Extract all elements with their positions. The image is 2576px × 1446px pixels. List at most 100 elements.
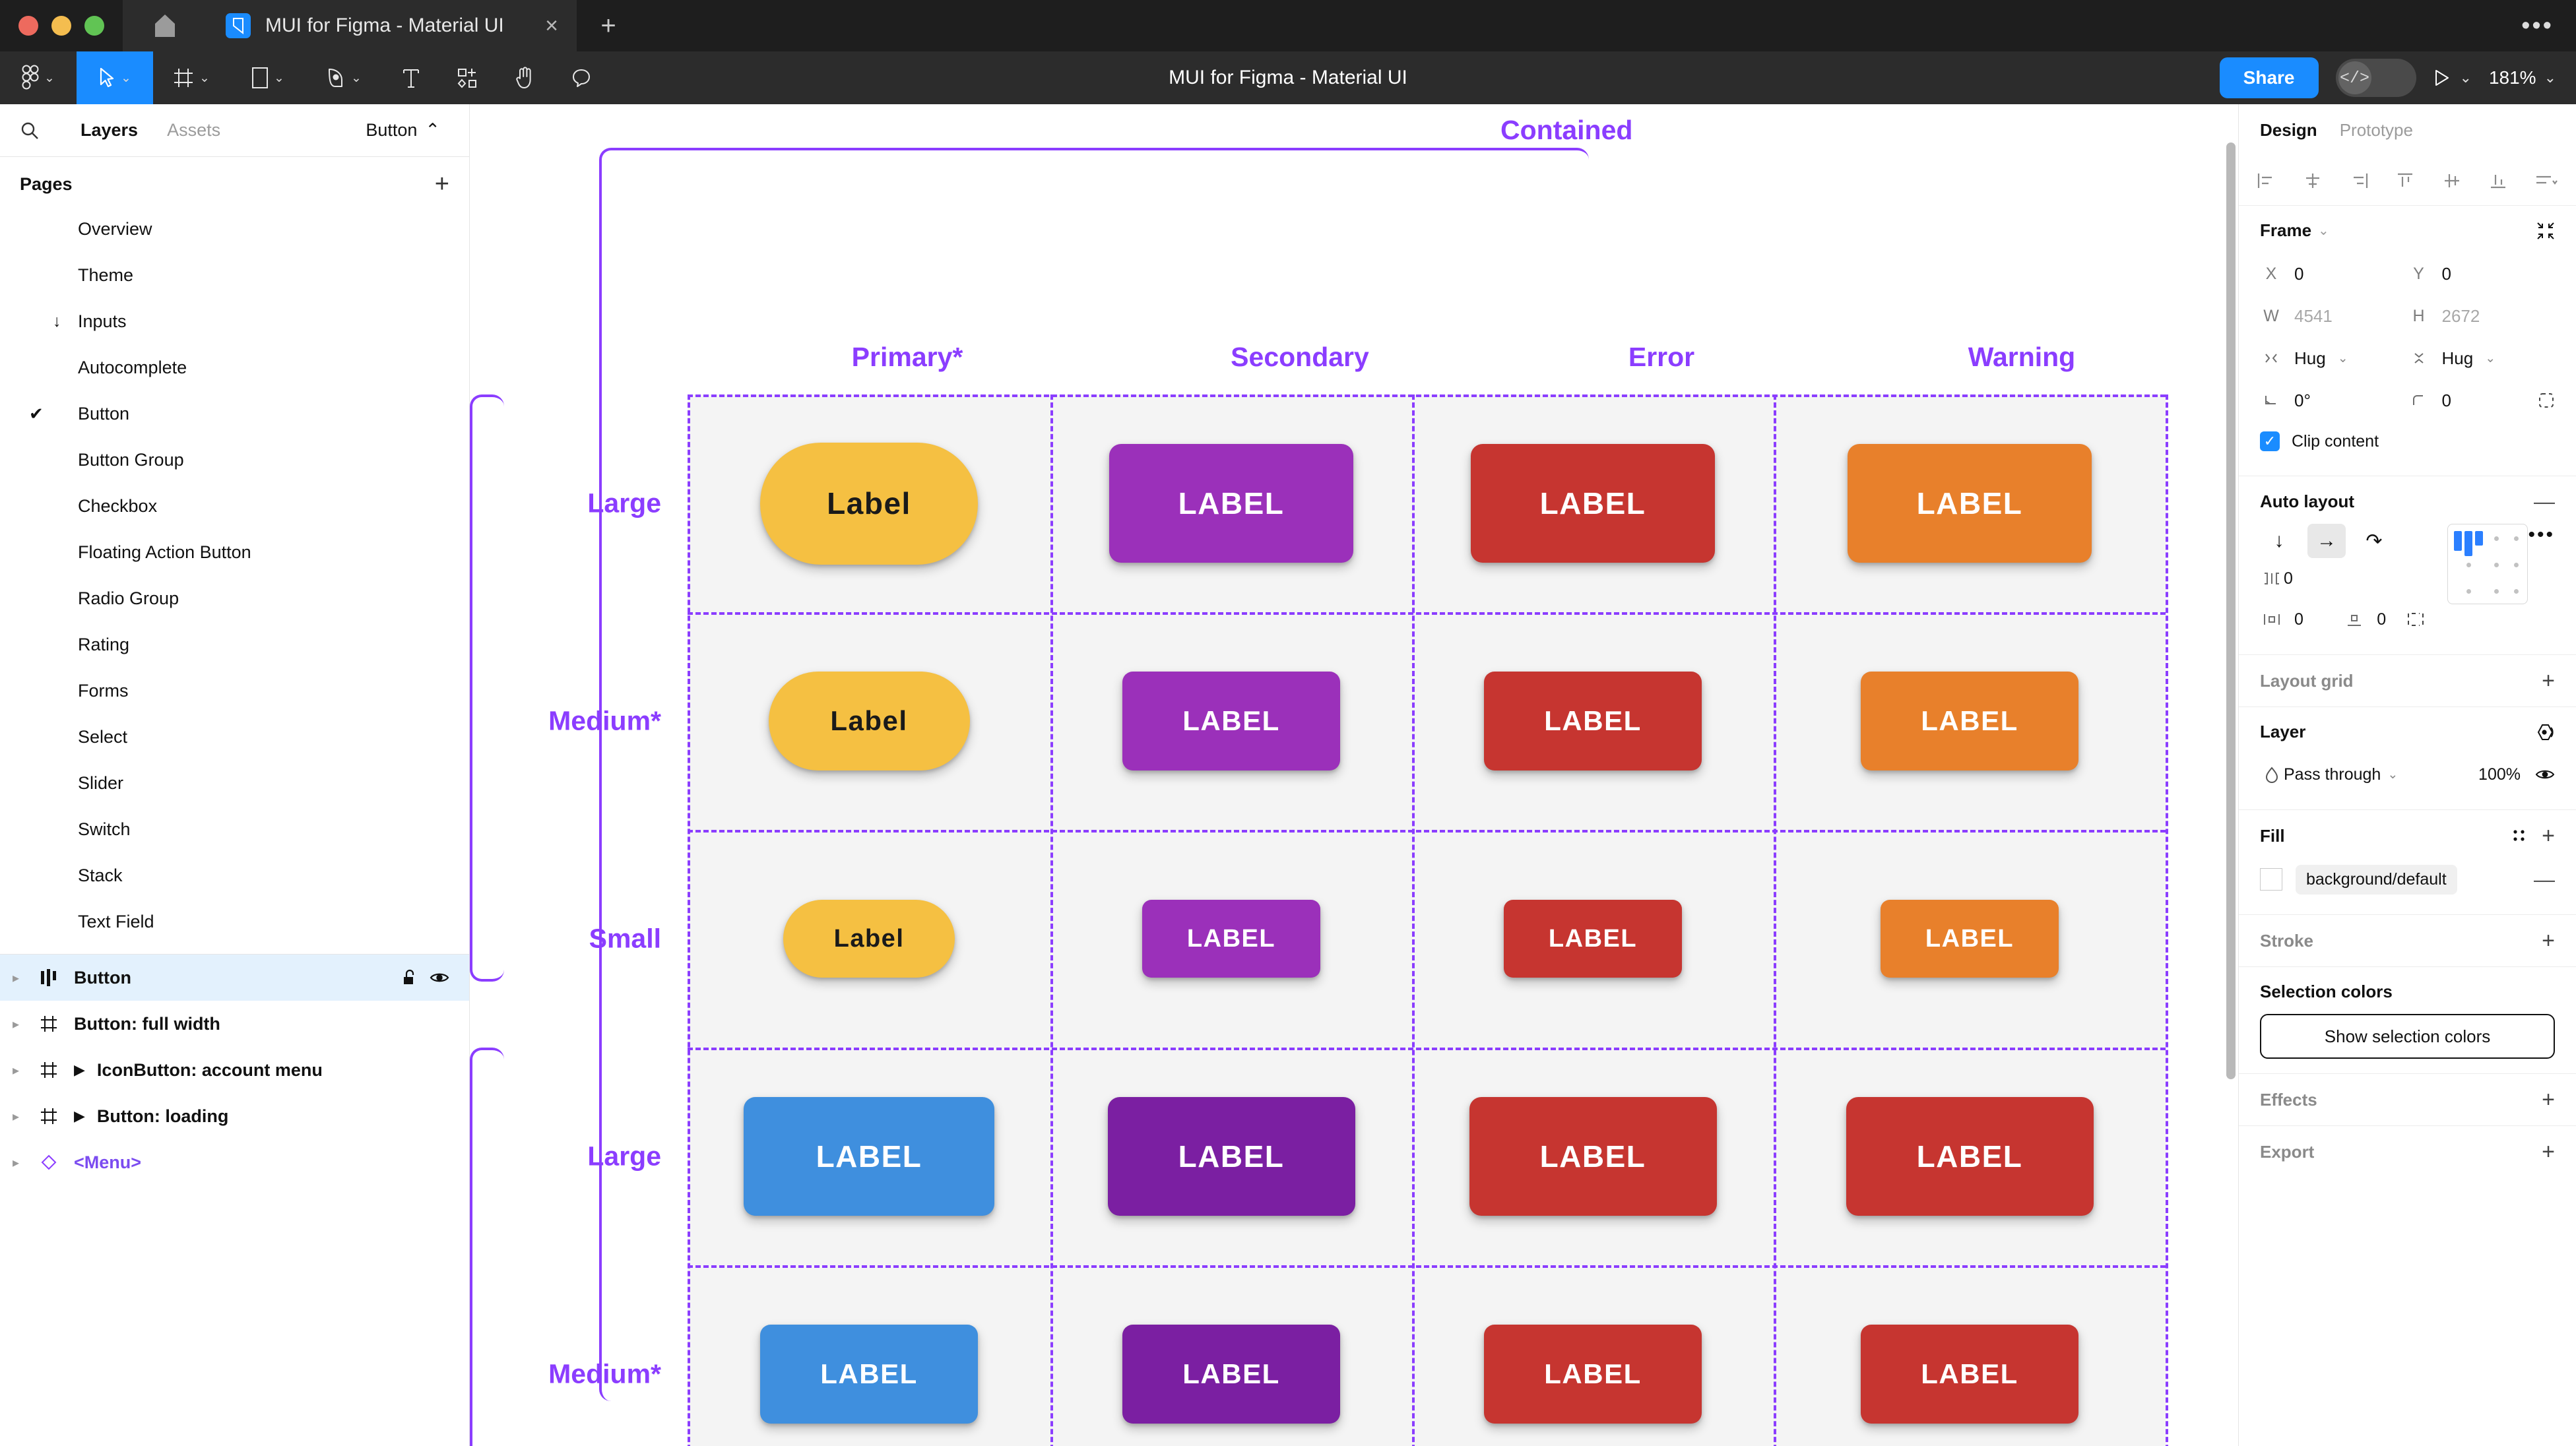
page-item-rating[interactable]: Rating [0, 621, 469, 668]
visibility-eye-icon[interactable] [430, 970, 449, 985]
zoom-control[interactable]: 181% ⌄ [2489, 67, 2556, 88]
material-button[interactable]: LABEL [760, 1325, 978, 1424]
close-window-button[interactable] [18, 16, 38, 36]
direction-horizontal-icon[interactable]: → [2307, 524, 2346, 558]
apply-variable-mode-icon[interactable] [2535, 723, 2555, 741]
comment-tool-icon[interactable] [553, 51, 610, 104]
layer-row[interactable]: ▸Button [0, 955, 469, 1001]
share-button[interactable]: Share [2219, 57, 2319, 98]
material-button[interactable]: LABEL [1484, 1325, 1702, 1424]
material-button[interactable]: Label [783, 900, 955, 978]
material-button[interactable]: LABEL [1504, 900, 1682, 978]
layer-row[interactable]: ▸▶IconButton: account menu [0, 1047, 469, 1093]
material-button[interactable]: LABEL [1846, 1097, 2094, 1216]
material-button[interactable]: LABEL [1861, 1325, 2078, 1424]
pen-tool-icon[interactable]: ⌄ [306, 51, 383, 104]
browser-tab[interactable]: MUI for Figma - Material UI × [207, 0, 577, 51]
add-layout-grid-button[interactable]: + [2542, 668, 2555, 693]
material-button[interactable]: LABEL [1142, 900, 1320, 978]
page-item-select[interactable]: Select [0, 714, 469, 760]
disclosure-triangle-icon[interactable]: ▸ [12, 1017, 20, 1032]
material-button[interactable]: LABEL [1109, 444, 1353, 563]
page-item-floating-action-button[interactable]: Floating Action Button [0, 529, 469, 575]
material-button[interactable]: LABEL [1881, 900, 2059, 978]
material-button[interactable]: Label [760, 442, 978, 565]
disclosure-triangle-icon[interactable]: ▸ [12, 1063, 20, 1078]
resources-tool-icon[interactable] [439, 51, 496, 104]
present-button[interactable]: ⌄ [2433, 69, 2472, 87]
auto-layout-spacing-row[interactable]: 0 [2260, 558, 2425, 599]
text-tool-icon[interactable] [383, 51, 439, 104]
page-selector[interactable]: Button ⌃ [366, 120, 449, 141]
individual-padding-icon[interactable] [2406, 612, 2425, 627]
direction-vertical-icon[interactable]: ↓ [2274, 530, 2284, 551]
minimize-window-button[interactable] [51, 16, 71, 36]
align-right-icon[interactable] [2350, 172, 2368, 189]
remove-fill-button[interactable]: — [2534, 867, 2555, 891]
new-tab-button[interactable]: + [600, 11, 616, 40]
fill-styles-icon[interactable] [2511, 828, 2527, 844]
move-tool-icon[interactable]: ⌄ [77, 51, 153, 104]
frame-tool-icon[interactable]: ⌄ [153, 51, 230, 104]
lock-open-icon[interactable] [402, 969, 418, 986]
expand-triangle-icon[interactable]: ▶ [74, 1108, 85, 1124]
page-item-button-group[interactable]: Button Group [0, 437, 469, 483]
clip-content-row[interactable]: ✓ Clip content [2260, 422, 2555, 461]
layer-row[interactable]: ▸Button: full width [0, 1001, 469, 1047]
material-button[interactable]: LABEL [1484, 672, 1702, 770]
fill-color-swatch[interactable] [2260, 868, 2282, 891]
align-vertical-center-icon[interactable] [2443, 172, 2461, 189]
page-item-slider[interactable]: Slider [0, 760, 469, 806]
page-item-forms[interactable]: Forms [0, 668, 469, 714]
add-fill-button[interactable]: + [2542, 823, 2555, 848]
frame-w-field[interactable]: W 4541 [2260, 295, 2408, 337]
show-selection-colors-button[interactable]: Show selection colors [2260, 1014, 2555, 1059]
frame-y-field[interactable]: Y 0 [2408, 253, 2556, 295]
page-item-stack[interactable]: Stack [0, 852, 469, 898]
tab-design[interactable]: Design [2260, 119, 2317, 140]
fill-token-label[interactable]: background/default [2296, 864, 2457, 895]
align-bottom-icon[interactable] [2489, 172, 2507, 189]
material-button[interactable]: LABEL [1471, 444, 1715, 563]
add-stroke-button[interactable]: + [2542, 928, 2555, 953]
auto-layout-alignment-pad[interactable] [2447, 524, 2528, 604]
canvas-vertical-scrollbar[interactable] [2226, 142, 2236, 1079]
page-item-theme[interactable]: Theme [0, 252, 469, 298]
align-left-icon[interactable] [2257, 172, 2276, 189]
chevron-down-icon[interactable]: ⌄ [2318, 224, 2329, 238]
close-icon[interactable]: × [545, 13, 558, 38]
material-button[interactable]: LABEL [1861, 672, 2078, 770]
figma-home-button[interactable] [123, 0, 207, 51]
disclosure-triangle-icon[interactable]: ▸ [12, 970, 20, 986]
opacity-value[interactable]: 100% [2478, 765, 2521, 784]
material-button[interactable]: LABEL [1122, 1325, 1340, 1424]
page-item-overview[interactable]: Overview [0, 206, 469, 252]
independent-corners-icon[interactable] [2538, 392, 2555, 409]
disclosure-triangle-icon[interactable]: ▸ [12, 1155, 20, 1170]
material-button[interactable]: LABEL [1107, 1097, 1355, 1216]
expand-triangle-icon[interactable]: ▶ [74, 1061, 85, 1078]
page-item-inputs[interactable]: ↓Inputs [0, 298, 469, 344]
tab-layers[interactable]: Layers [80, 120, 139, 140]
frame-x-field[interactable]: X 0 [2260, 253, 2408, 295]
material-button[interactable]: LABEL [1122, 672, 1340, 770]
auto-layout-more-button[interactable]: ••• [2528, 524, 2555, 546]
search-icon[interactable] [20, 121, 66, 141]
material-button[interactable]: LABEL [1469, 1097, 1717, 1216]
frame-corner-radius-field[interactable]: 0 [2408, 379, 2556, 422]
remove-auto-layout-button[interactable]: — [2534, 489, 2555, 513]
frame-name-label[interactable]: Contained [1500, 115, 1633, 145]
layer-row[interactable]: ▸▶Button: loading [0, 1093, 469, 1139]
page-item-autocomplete[interactable]: Autocomplete [0, 344, 469, 391]
align-horizontal-center-icon[interactable] [2303, 172, 2322, 189]
add-page-button[interactable]: + [434, 170, 449, 198]
material-button[interactable]: LABEL [1848, 444, 2092, 563]
material-button[interactable]: Label [768, 672, 970, 770]
frame-hug-height-field[interactable]: Hug ⌄ [2408, 337, 2556, 379]
add-effect-button[interactable]: + [2542, 1087, 2555, 1112]
add-export-button[interactable]: + [2542, 1139, 2555, 1164]
layer-row[interactable]: ▸<Menu> [0, 1139, 469, 1185]
frame-hug-width-field[interactable]: Hug ⌄ [2260, 337, 2408, 379]
direction-wrap-icon[interactable]: ↷ [2366, 530, 2383, 552]
frame-rotation-field[interactable]: 0° [2260, 379, 2408, 422]
